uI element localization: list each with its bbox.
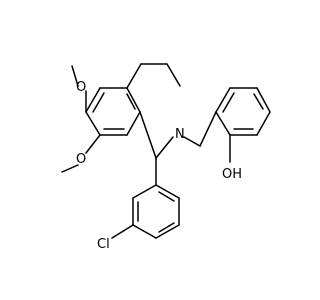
double-bond-inner — [253, 93, 264, 110]
double-bond-inner — [92, 92, 105, 113]
bond — [215, 111, 231, 136]
structure-canvas: O O N OH Cl — [61, 63, 271, 252]
bond — [85, 111, 101, 136]
double-bond-inner — [126, 93, 136, 110]
double-bond-inner — [158, 191, 175, 202]
atom-label-o-bottom: O — [76, 152, 86, 167]
bond-layer — [61, 63, 271, 239]
double-bond-inner — [222, 92, 235, 113]
bond — [71, 65, 79, 87]
atom-label-cl: Cl — [97, 237, 110, 252]
bond — [183, 136, 201, 147]
bond — [256, 111, 271, 136]
bond — [85, 134, 101, 154]
bond — [139, 111, 157, 159]
molecule-diagram: O O N OH Cl — [61, 63, 271, 252]
bond — [256, 87, 271, 113]
bond — [155, 184, 180, 199]
atom-label-n: N — [175, 127, 185, 142]
bond — [126, 63, 142, 89]
bond — [126, 87, 141, 113]
bond — [111, 224, 134, 239]
atom-label-layer: O O N OH Cl — [76, 80, 242, 252]
bond — [132, 224, 157, 239]
bond — [61, 164, 79, 173]
bond — [166, 63, 181, 87]
bond — [132, 184, 157, 199]
double-bond-inner — [158, 222, 175, 233]
bond — [155, 136, 174, 159]
bond — [199, 111, 217, 147]
bond — [215, 87, 231, 113]
bond — [126, 111, 141, 136]
bond — [85, 87, 101, 113]
atom-label-oh: OH — [222, 167, 242, 182]
atom-label-o-top: O — [76, 80, 86, 95]
bond — [155, 224, 180, 239]
